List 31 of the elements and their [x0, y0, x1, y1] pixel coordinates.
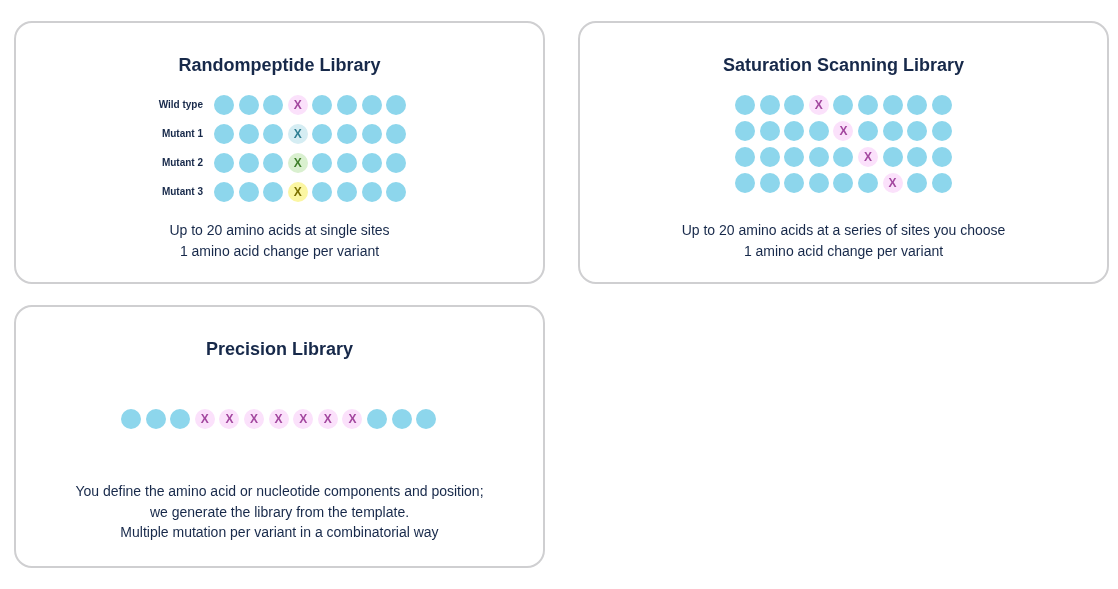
row-label: Mutant 2	[161, 157, 203, 169]
description-text: 1 amino acid change per variant	[179, 242, 380, 261]
library-card	[578, 21, 1109, 284]
mutated-residue: X	[287, 95, 308, 115]
description-text: Multiple mutation per variant in a combinatorial way	[120, 523, 439, 542]
card-title: Randompeptide Library	[178, 54, 381, 76]
mutated-residue: X	[317, 409, 338, 429]
library-card	[14, 21, 545, 284]
mutated-residue: X	[287, 153, 308, 173]
mutated-residue: X	[287, 124, 308, 144]
description-text: 1 amino acid change per variant	[743, 242, 944, 261]
mutated-residue: X	[194, 409, 215, 429]
description-text: Up to 20 amino acids at single sites	[169, 221, 390, 240]
description-text: Up to 20 amino acids at a series of sites you choose	[681, 221, 1006, 240]
mutated-residue: X	[219, 409, 240, 429]
row-label: Mutant 1	[161, 128, 203, 140]
mutated-residue: X	[882, 173, 903, 193]
description-text: You define the amino acid or nucleotide components and position; we generate the library from the template.	[74, 482, 485, 522]
mutated-residue: X	[287, 182, 308, 202]
card-title: Saturation Scanning Library	[722, 54, 964, 76]
mutated-residue: X	[833, 121, 854, 141]
row-label: Mutant 3	[161, 186, 203, 198]
row-label: Wild type	[158, 99, 203, 111]
mutated-residue: X	[808, 95, 829, 115]
library-card	[14, 305, 545, 568]
mutated-residue: X	[268, 409, 289, 429]
mutated-residue: X	[244, 409, 264, 429]
card-title: Precision Library	[205, 338, 354, 360]
mutated-residue: X	[342, 409, 363, 429]
mutated-residue: X	[858, 147, 878, 167]
mutated-residue: X	[293, 409, 314, 429]
